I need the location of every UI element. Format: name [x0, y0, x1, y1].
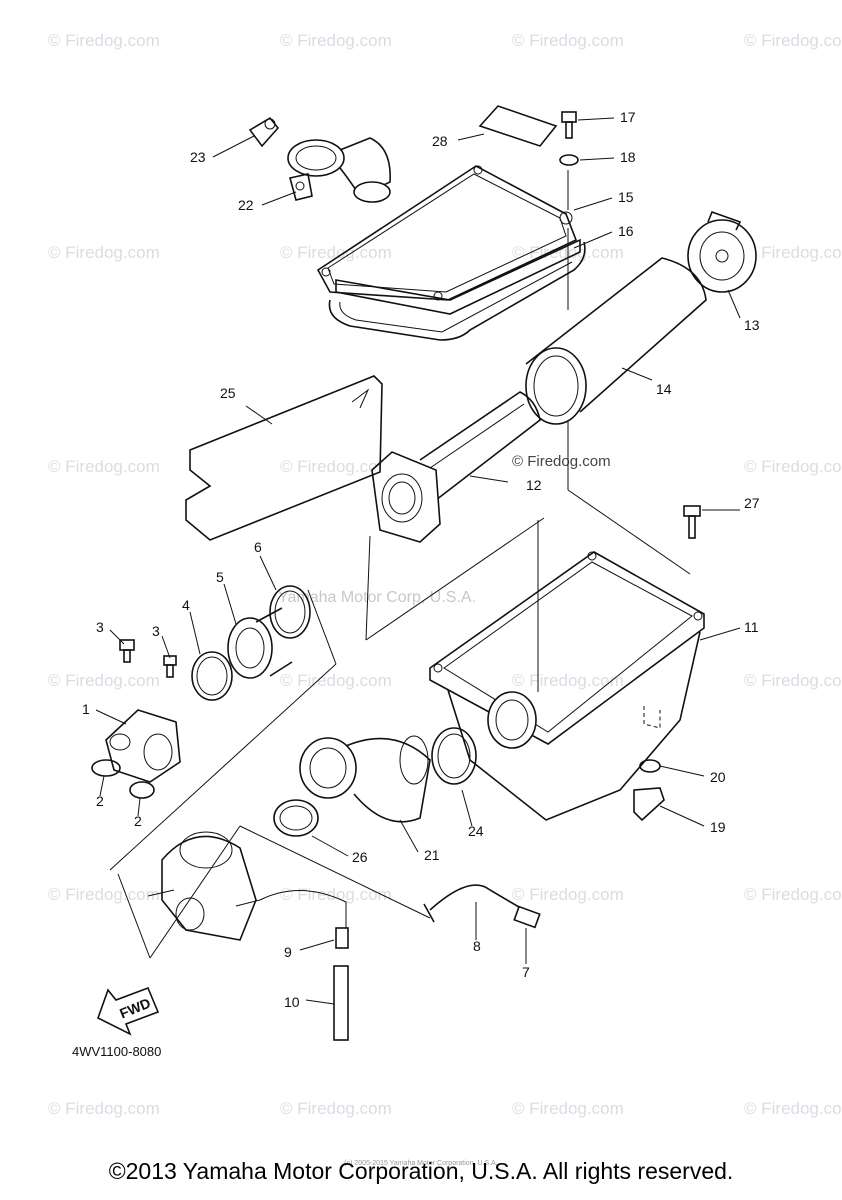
callout-numbers: 23 22 28 17 18 15 16 13 14 12 25 27 11 2… [82, 109, 760, 865]
callout-3a: 3 [96, 619, 104, 635]
watermark: © Firedog.com [512, 885, 624, 904]
heat-shield-sheet [185, 375, 383, 541]
callout-17: 17 [620, 109, 636, 125]
watermark: © Firedog.com [512, 671, 624, 690]
filter-end-cap [687, 210, 757, 293]
callout-16: 16 [618, 223, 634, 239]
watermark: © Firedog.com [280, 1099, 392, 1118]
callout-15: 15 [618, 189, 634, 205]
watermark: © Firedog.com [744, 1099, 842, 1118]
watermark: © Firedog.com [280, 457, 392, 476]
filter-case-cover [316, 165, 586, 341]
tiny-credit: (c) 2005-2015 Yamaha Motor Corporation, … [344, 1160, 498, 1167]
callout-18: 18 [620, 149, 636, 165]
watermark: © Firedog.com [48, 243, 160, 262]
callout-14: 14 [656, 381, 672, 397]
callout-11: 11 [744, 619, 759, 635]
watermark-faint: Yamaha Motor Corp, U.S.A. [278, 589, 476, 606]
o-ring-2a [91, 759, 121, 777]
o-ring-2b [129, 781, 155, 799]
fwd-arrow-icon: FWD [97, 986, 160, 1036]
watermark: © Firedog.com [744, 31, 842, 50]
bolt-3b [163, 655, 177, 678]
callout-28: 28 [432, 133, 448, 149]
callout-2b: 2 [134, 813, 142, 829]
intake-joint [248, 116, 391, 203]
watermark: © Firedog.com [744, 243, 842, 262]
fitting-7 [513, 905, 541, 929]
watermark: © Firedog.com [744, 671, 842, 690]
fitting-9 [335, 927, 349, 949]
bolt-17 [561, 111, 577, 139]
callout-7: 7 [522, 964, 530, 980]
callout-9: 9 [284, 944, 292, 960]
callout-27: 27 [744, 495, 760, 511]
watermark: © Firedog.com [744, 457, 842, 476]
callout-2a: 2 [96, 793, 104, 809]
clamp-26 [273, 799, 319, 837]
watermark: © Firedog.com [512, 31, 624, 50]
watermark: © Firedog.com [48, 457, 160, 476]
watermark: © Firedog.com [280, 885, 392, 904]
callout-20: 20 [710, 769, 726, 785]
caution-label [478, 105, 558, 147]
watermark-center: © Firedog.com [512, 453, 611, 470]
callout-22: 22 [238, 197, 254, 213]
clamp-4 [191, 651, 233, 701]
clip-20 [639, 759, 661, 773]
watermark: © Firedog.com [48, 885, 160, 904]
watermark: © Firedog.com [280, 243, 392, 262]
callout-12: 12 [526, 477, 542, 493]
carb-joint-1 [105, 709, 181, 783]
hose-8 [429, 884, 525, 911]
callout-19: 19 [710, 819, 726, 835]
callout-3b: 3 [152, 623, 160, 639]
callout-5: 5 [216, 569, 224, 585]
watermark: © Firedog.com [48, 1099, 160, 1118]
callout-6: 6 [254, 539, 262, 555]
callout-4: 4 [182, 597, 190, 613]
watermark: © Firedog.com [280, 31, 392, 50]
filter-guide [371, 391, 541, 543]
joint-5 [227, 607, 293, 679]
drain-19 [633, 787, 665, 822]
carburetor [147, 831, 261, 941]
callout-26: 26 [352, 849, 368, 865]
callout-13: 13 [744, 317, 760, 333]
callout-1: 1 [82, 701, 90, 717]
bolt-3a [119, 639, 135, 663]
watermark: © Firedog.com [48, 31, 160, 50]
clamp-24 [431, 727, 477, 785]
callout-23: 23 [190, 149, 206, 165]
callout-25: 25 [220, 385, 236, 401]
diagram-code: 4WV1100-8080 [72, 1044, 162, 1059]
callout-24: 24 [468, 823, 484, 839]
air-filter-case [429, 551, 705, 821]
watermark: © Firedog.com [280, 671, 392, 690]
air-filter-element [525, 257, 707, 425]
copyright-notice: ©2013 Yamaha Motor Corporation, U.S.A. A… [108, 1158, 734, 1184]
callout-8: 8 [473, 938, 481, 954]
callout-10: 10 [284, 994, 300, 1010]
washer-18 [559, 154, 579, 166]
watermark: © Firedog.com [48, 671, 160, 690]
watermark: © Firedog.com [512, 1099, 624, 1118]
bolt-27 [683, 505, 701, 539]
callout-leaders [95, 117, 741, 1005]
joint-21 [299, 735, 431, 823]
tube-10 [333, 965, 349, 1041]
watermark-grid: © Firedog.com © Firedog.com © Firedog.co… [48, 31, 842, 1118]
callout-21: 21 [424, 847, 440, 863]
assembly-lines [109, 228, 691, 959]
watermark: © Firedog.com [744, 885, 842, 904]
